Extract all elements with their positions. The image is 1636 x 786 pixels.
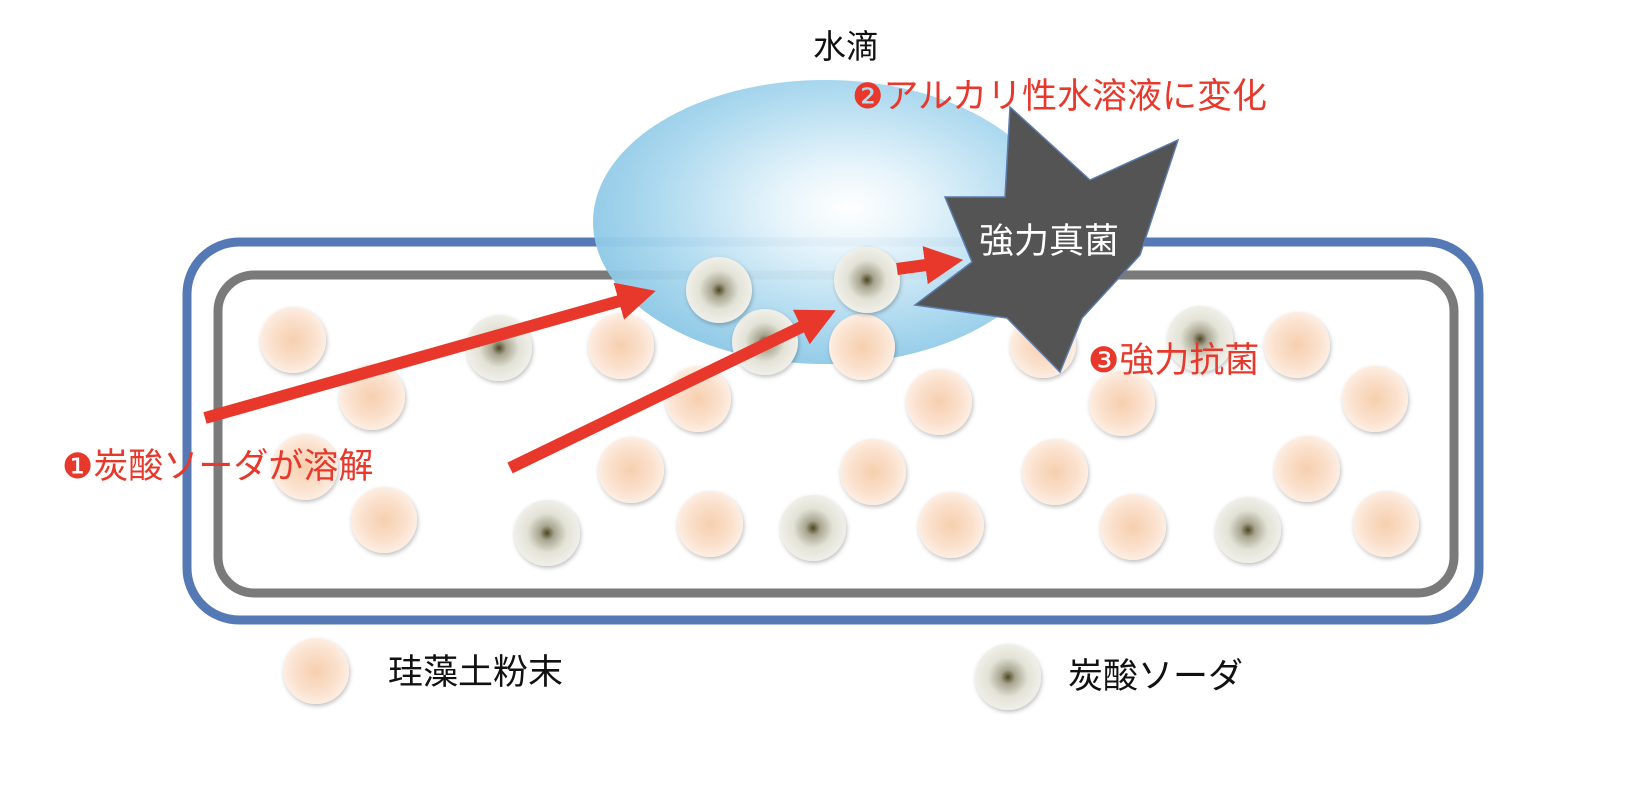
diatomite-particle [1100, 494, 1166, 560]
legend-diatomite-label: 珪藻土粉末 [388, 653, 563, 693]
diatomite-particle [840, 439, 906, 505]
diatomite-particle [588, 313, 654, 379]
diatomite-particle [918, 492, 984, 558]
step3-label: ❸強力抗菌 [1088, 341, 1259, 381]
diatomite-particle [677, 491, 743, 557]
legend-soda-swatch [975, 644, 1041, 710]
antifungal-star [913, 105, 1180, 374]
diatomite-particle [1353, 491, 1419, 557]
soda-particle [1215, 497, 1281, 563]
legend-soda-label: 炭酸ソーダ [1068, 657, 1243, 697]
diatomite-particle [1022, 439, 1088, 505]
soda-particle [1167, 306, 1233, 372]
diatomite-particle [260, 307, 326, 373]
soda-particle-dissolving [834, 247, 900, 313]
diatomite-particle [906, 369, 972, 435]
diatomite-particle [1342, 366, 1408, 432]
arrow-to-drop [203, 282, 656, 424]
step1-label: ❶炭酸ソーダが溶解 [62, 447, 373, 487]
soda-particle-dissolving [686, 257, 752, 323]
soda-particle [780, 495, 846, 561]
soda-particle [514, 500, 580, 566]
diatomite-particle [1264, 312, 1330, 378]
arrow-to-star [896, 246, 964, 285]
legend-diatomite-swatch [283, 638, 349, 704]
arrows [203, 246, 964, 474]
water-drop-label: 水滴 [813, 27, 879, 66]
step2-label: ❷アルカリ性水溶液に変化 [852, 77, 1267, 117]
diatomite-particle [829, 314, 895, 380]
arrow-to-drop [507, 309, 836, 474]
diatomite-particle [1274, 436, 1340, 502]
diatomite-particle [1089, 370, 1155, 436]
diatomite-particle [598, 437, 664, 503]
star-label: 強力真菌 [979, 222, 1119, 262]
diatomite-particle [351, 487, 417, 553]
diatomite-particle [272, 434, 338, 500]
